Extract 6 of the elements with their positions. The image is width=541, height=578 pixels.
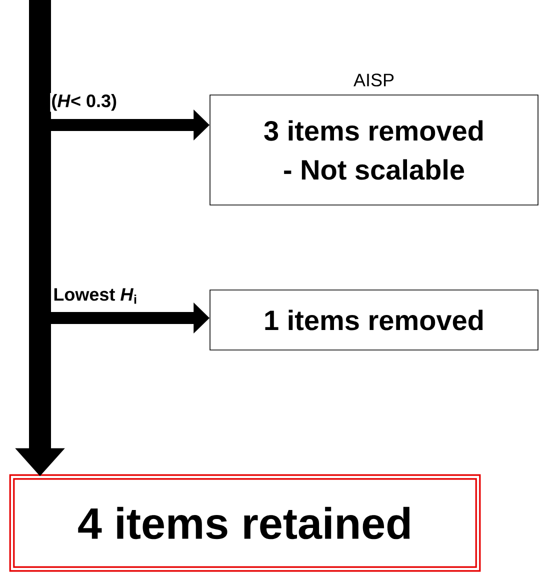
box-heading: AISP	[354, 74, 394, 86]
process-box: 1 items removed	[210, 290, 538, 350]
edge-label: (H< 0.3)	[50, 93, 118, 112]
edge-label: Lowest H$_{i}$	[52, 287, 139, 305]
result-box: 4 items retained	[9, 474, 481, 572]
process-box: 3 items removed - Not scalable	[210, 94, 538, 206]
